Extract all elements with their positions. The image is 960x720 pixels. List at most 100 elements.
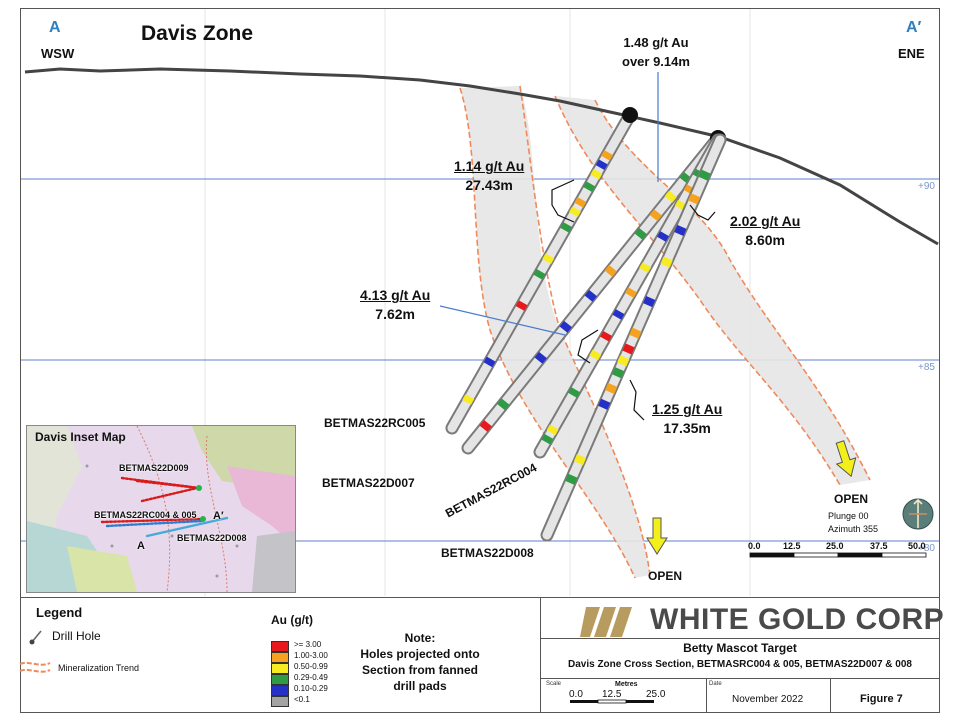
au-legend-swatch	[271, 663, 289, 674]
title-metres-label: Metres	[615, 681, 638, 688]
assay-band	[568, 387, 580, 398]
assay-band	[674, 199, 687, 211]
au-legend-label: 0.50-0.99	[294, 662, 328, 671]
topography-line	[24, 67, 939, 246]
assay-band	[688, 193, 701, 205]
assay-band	[546, 424, 559, 436]
title-scale-label: Scale	[546, 681, 562, 687]
assay-band	[657, 231, 669, 242]
azimuth-label: Azimuth 355	[828, 524, 879, 534]
leader-lines	[439, 72, 659, 336]
assay-band	[625, 287, 637, 298]
hole-label-rc005: BETMAS22RC005	[324, 416, 426, 430]
inset-label-a: A	[137, 540, 145, 552]
inset-title: Davis Inset Map	[35, 430, 126, 444]
inset-label-a-prime: A′	[213, 510, 224, 522]
assay-band	[649, 209, 662, 222]
scale-segment	[749, 552, 795, 558]
elevation-label-upper: +90	[918, 181, 935, 192]
scale-tick-3: 37.5	[870, 541, 888, 551]
drill-hole-icon	[29, 630, 42, 645]
drill-hole-trace	[461, 130, 726, 455]
logo-mark-icon	[580, 607, 632, 637]
assay-band	[479, 420, 492, 432]
title-scale-bar	[570, 699, 654, 704]
assay-band	[574, 197, 587, 208]
title-block-rule-1	[541, 638, 940, 639]
open-arrow-right	[835, 440, 857, 478]
inset-label-rc004-005: BETMAS22RC004 & 005	[94, 510, 197, 520]
assay-band	[674, 224, 687, 237]
au-legend-label: >= 3.00	[294, 640, 322, 649]
au-legend-label: <0.1	[294, 695, 310, 704]
assay-band	[515, 300, 528, 311]
assay-band	[643, 295, 656, 308]
scale-segment	[793, 552, 839, 558]
assay-band	[679, 172, 692, 184]
au-legend-swatch	[271, 641, 289, 652]
elevation-label-lower: +80	[918, 543, 935, 554]
scale-tick-0: 0.0	[748, 541, 761, 551]
assay-band	[698, 169, 711, 181]
assay-band	[560, 222, 573, 233]
assay-band	[639, 262, 652, 273]
assay-band	[533, 269, 546, 280]
au-legend-label: 0.29-0.49	[294, 673, 328, 682]
davis-inset-map: Davis Inset Map BETMAS22D009 BETMAS22RC0…	[26, 425, 296, 593]
bottom-panel-divider	[20, 597, 940, 598]
title-scale-tick-0: 0.0	[569, 689, 583, 700]
hole-label-d007: BETMAS22D007	[322, 476, 415, 490]
section-scale-bar	[749, 552, 927, 558]
inset-map-drawing	[27, 426, 295, 592]
assay-band	[569, 206, 581, 218]
hole-label-d008: BETMAS22D008	[441, 546, 534, 560]
assay-band	[611, 367, 625, 379]
au-legend-swatch	[271, 674, 289, 685]
title-block-divider	[540, 597, 541, 713]
direction-wsw: WSW	[41, 46, 75, 61]
assay-band	[565, 473, 578, 485]
assay-band	[573, 453, 587, 466]
assay-band	[559, 320, 572, 333]
plunge-label: Plunge 00	[828, 511, 869, 521]
mineralization-zone-east	[555, 96, 870, 485]
scale-tick-1: 12.5	[783, 541, 801, 551]
open-arrow-lower	[646, 517, 668, 555]
assay-band	[497, 398, 510, 411]
figure-frame	[20, 8, 940, 713]
section-label-a: A	[49, 19, 61, 36]
assay-band	[660, 256, 673, 268]
au-legend-label: 1.00-3.00	[294, 651, 328, 660]
assay-band	[664, 190, 677, 203]
assay-band	[462, 394, 475, 405]
projection-note: Note: Holes projected onto Section from …	[360, 630, 480, 694]
legend-trend: Mineralization Trend	[58, 663, 140, 673]
drill-collar	[622, 107, 638, 123]
legend-title: Legend	[36, 605, 83, 620]
au-legend-swatch	[271, 685, 289, 696]
assay-band	[584, 289, 597, 302]
assay-band	[598, 398, 611, 410]
assay-band	[629, 327, 642, 339]
scale-segment	[881, 552, 927, 558]
assay-band	[590, 168, 603, 180]
section-title: Davis Zone	[141, 22, 254, 45]
assay-band	[483, 356, 496, 368]
trend-icon	[19, 661, 51, 673]
assay-band	[595, 159, 608, 171]
assay-band	[583, 181, 596, 192]
section-label-a-prime: A′	[906, 19, 922, 36]
au-legend-swatch	[271, 652, 289, 663]
elevation-label-middle: +85	[918, 362, 935, 373]
legend-drill-hole: Drill Hole	[52, 629, 101, 643]
inset-label-d008: BETMAS22D008	[177, 533, 247, 543]
inset-label-d009: BETMAS22D009	[119, 463, 189, 473]
scale-tick-4: 50.0	[908, 541, 926, 551]
assay-band	[601, 150, 613, 161]
drill-hole-trace	[445, 107, 638, 435]
scale-segment	[837, 552, 883, 558]
assay-band	[617, 355, 630, 367]
title-block-divider-3	[830, 678, 831, 713]
